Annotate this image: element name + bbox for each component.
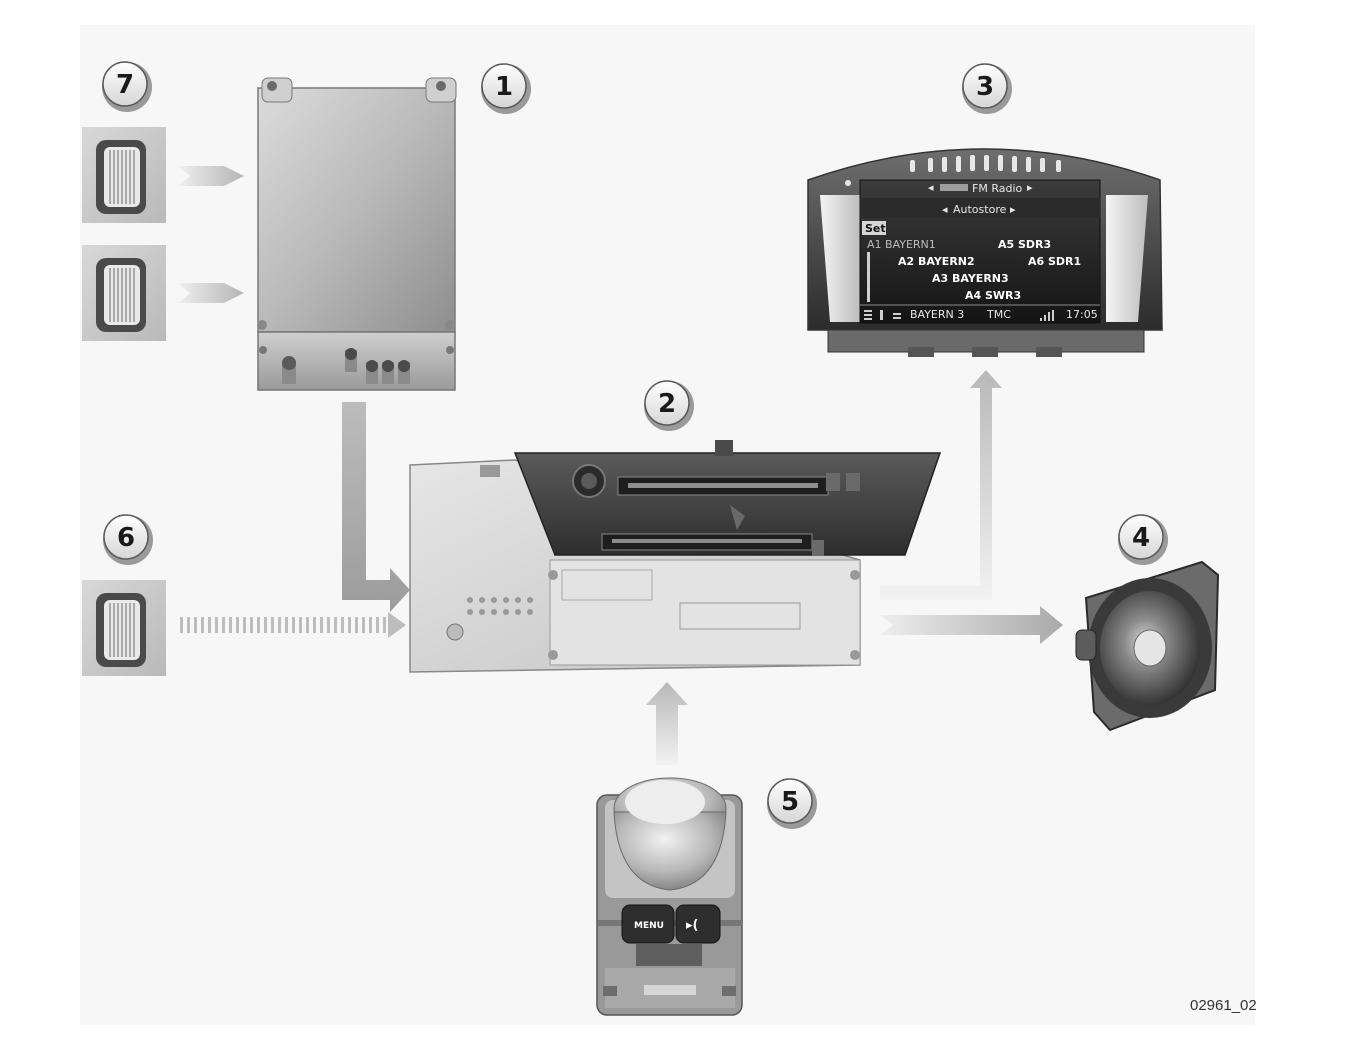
signal-arrow-antenna-6	[180, 612, 406, 638]
voice-button-icon[interactable]: ▸(	[686, 918, 698, 933]
station-a4: A4 SWR3	[965, 289, 1021, 302]
badge-6-label: 6	[117, 523, 135, 553]
display-status-icons	[864, 310, 1054, 321]
figure-code: 02961_02	[1190, 997, 1257, 1014]
loudspeaker	[1075, 560, 1220, 732]
antenna-tile-6	[82, 580, 166, 676]
signal-arrow-antenna-lower	[178, 283, 244, 303]
idrive-controller: MENU ▸(	[596, 777, 743, 1016]
svg-text:▸: ▸	[1027, 181, 1033, 194]
badge-3-label: 3	[976, 72, 994, 102]
status-tmc: TMC	[986, 308, 1011, 321]
signal-arrow-tuner-to-headunit	[342, 402, 410, 612]
badge-2-label: 2	[658, 389, 676, 419]
station-a6: A6 SDR1	[1028, 255, 1081, 268]
badge-1-label: 1	[495, 72, 513, 102]
station-a1: A1 BAYERN1	[867, 238, 936, 251]
antenna-tile-lower	[82, 245, 166, 341]
badge-1: 1	[481, 63, 531, 114]
signal-arrow-controller-to-headunit	[646, 682, 688, 765]
badge-2: 2	[644, 380, 694, 431]
badge-5: 5	[767, 778, 817, 829]
antenna-tile-upper	[82, 127, 166, 223]
central-display: ◂ FM Radio ▸ ◂ Autostore ▸ Set A1 BAYERN…	[807, 148, 1163, 357]
display-mode: Autostore	[953, 203, 1007, 216]
svg-text:◂: ◂	[928, 181, 934, 194]
head-unit	[409, 440, 942, 673]
station-a2: A2 BAYERN2	[898, 255, 975, 268]
menu-button[interactable]: MENU	[634, 921, 664, 931]
status-current-station: BAYERN 3	[910, 308, 964, 321]
station-a5: A5 SDR3	[998, 238, 1051, 251]
display-set-button[interactable]: Set	[865, 222, 886, 235]
status-time: 17:05	[1066, 308, 1098, 321]
badge-3: 3	[962, 63, 1012, 114]
signal-arrow-headunit-to-speaker	[880, 606, 1063, 644]
tuner-module	[257, 77, 457, 391]
badge-6: 6	[103, 514, 153, 565]
svg-text:▸: ▸	[1010, 203, 1016, 216]
badge-7-label: 7	[116, 70, 134, 100]
station-a3: A3 BAYERN3	[932, 272, 1009, 285]
display-source: FM Radio	[972, 182, 1022, 195]
badge-5-label: 5	[781, 787, 799, 817]
badge-4: 4	[1118, 514, 1168, 565]
badge-7: 7	[102, 61, 152, 112]
signal-arrow-antenna-upper	[178, 166, 244, 186]
svg-text:◂: ◂	[942, 203, 948, 216]
signal-arrow-headunit-to-display	[880, 370, 1002, 600]
badge-4-label: 4	[1132, 523, 1150, 553]
